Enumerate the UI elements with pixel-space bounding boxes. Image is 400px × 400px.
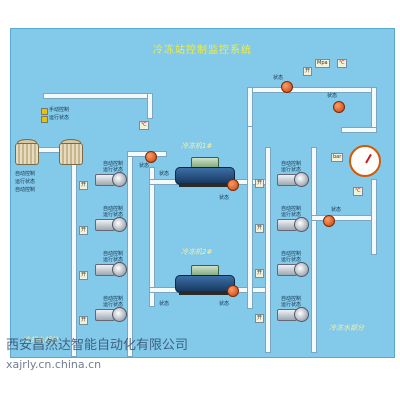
cooling-tower-2[interactable] xyxy=(59,139,83,165)
pump-label-auto: 自动控制 xyxy=(103,251,124,257)
pump-status-tag: 开 xyxy=(79,316,89,325)
pipe xyxy=(149,167,155,307)
pipe xyxy=(127,151,133,357)
tower-body xyxy=(15,143,39,165)
pump-status-tag: 开 xyxy=(255,224,265,233)
chilled-pump-2[interactable] xyxy=(277,217,309,232)
pump-label-running: 运行状态 xyxy=(103,167,124,173)
pump-status-tag: 开 xyxy=(79,181,89,190)
chilled-pump-4[interactable] xyxy=(277,307,309,322)
valve-label: 状态 xyxy=(331,207,342,213)
chiller-base xyxy=(179,291,229,295)
cooling-tower-1[interactable] xyxy=(15,139,39,165)
page-title: 冷冻站控制监控系统 xyxy=(153,45,252,56)
chiller-base xyxy=(179,183,229,187)
scada-panel: 冷冻站控制监控系统 手动控制 运行状态 自动控制 运行状态 自动控制 ℃ 状态 … xyxy=(10,28,395,358)
valve-label: 状态 xyxy=(327,93,338,99)
pipe xyxy=(371,179,377,255)
temperature-readout: ℃ xyxy=(139,121,149,130)
valve-label: 状态 xyxy=(273,75,284,81)
valve-icon[interactable] xyxy=(227,179,239,191)
chilled-pump-3[interactable] xyxy=(277,262,309,277)
bar-readout: bar xyxy=(331,153,344,162)
pump-label-running: 运行状态 xyxy=(281,257,302,263)
status-led xyxy=(41,108,48,115)
cooling-pump-4[interactable] xyxy=(95,307,127,322)
pump-icon xyxy=(294,262,309,277)
pump-icon xyxy=(294,172,309,187)
valve-icon[interactable] xyxy=(227,285,239,297)
watermark-company: 西安昌然达智能自动化有限公司 xyxy=(6,338,189,353)
pump-label-auto: 自动控制 xyxy=(281,296,302,302)
pump-icon xyxy=(112,262,127,277)
pipe xyxy=(71,147,77,357)
pump-label-auto: 自动控制 xyxy=(103,206,124,212)
valve-label: 状态 xyxy=(219,195,230,201)
pipe xyxy=(43,93,153,99)
valve-icon[interactable] xyxy=(281,81,293,93)
tower-label-manual: 手动控制 xyxy=(49,107,70,113)
chiller-1-title: 冷冻机1# xyxy=(181,142,213,150)
valve-label: 状态 xyxy=(159,301,170,307)
valve-icon[interactable] xyxy=(333,101,345,113)
pump-label-running: 运行状态 xyxy=(103,212,124,218)
cooling-pump-2[interactable] xyxy=(95,217,127,232)
temperature-readout: ℃ xyxy=(337,59,347,68)
cooling-pump-1[interactable] xyxy=(95,172,127,187)
tower-body xyxy=(59,143,83,165)
pump-icon xyxy=(112,307,127,322)
pump-label-auto: 自动控制 xyxy=(281,251,302,257)
pipe xyxy=(247,87,253,127)
gauge-needle xyxy=(365,153,372,164)
pump-label-running: 运行状态 xyxy=(281,167,302,173)
valve-icon[interactable] xyxy=(145,151,157,163)
pump-label-running: 运行状态 xyxy=(103,257,124,263)
pump-label-auto: 自动控制 xyxy=(103,161,124,167)
pipe xyxy=(311,147,317,353)
pump-status-tag: 开 xyxy=(255,314,265,323)
tower-label-auto: 自动控制 xyxy=(15,187,36,193)
pump-label-running: 运行状态 xyxy=(281,302,302,308)
pump-status-tag: 开 xyxy=(255,269,265,278)
pump-icon xyxy=(294,307,309,322)
chiller-1[interactable] xyxy=(175,157,235,187)
cooling-pump-3[interactable] xyxy=(95,262,127,277)
pump-label-auto: 自动控制 xyxy=(281,206,302,212)
pipe xyxy=(247,87,377,93)
pipe xyxy=(265,147,271,353)
status-tag: 开 xyxy=(303,67,313,76)
chiller-2[interactable] xyxy=(175,265,235,295)
pump-icon xyxy=(112,172,127,187)
valve-label: 状态 xyxy=(139,163,150,169)
pump-label-auto: 自动控制 xyxy=(103,296,124,302)
pump-icon xyxy=(112,217,127,232)
pipe xyxy=(311,215,377,221)
status-led xyxy=(41,116,48,123)
valve-label: 状态 xyxy=(159,171,170,177)
valve-icon[interactable] xyxy=(323,215,335,227)
pressure-readout: Mpa xyxy=(315,59,330,68)
temperature-readout: ℃ xyxy=(353,187,363,196)
pressure-gauge-icon xyxy=(349,145,381,177)
pump-status-tag: 开 xyxy=(79,226,89,235)
pump-label-auto: 自动控制 xyxy=(281,161,302,167)
section-title-chilled: 冷冻水部分 xyxy=(329,324,364,332)
pump-label-running: 运行状态 xyxy=(103,302,124,308)
tower-label-running: 运行状态 xyxy=(15,179,36,185)
pipe xyxy=(247,119,253,309)
pipe xyxy=(341,127,377,133)
chilled-pump-1[interactable] xyxy=(277,172,309,187)
chiller-2-title: 冷冻机2# xyxy=(181,248,213,256)
section-title-cooling: 冷却水部分 xyxy=(23,336,58,344)
pipe xyxy=(147,93,153,119)
tower-label-auto: 自动控制 xyxy=(15,171,36,177)
pump-status-tag: 开 xyxy=(79,271,89,280)
watermark-url: xajrly.cn.china.cn xyxy=(6,358,102,371)
pump-label-running: 运行状态 xyxy=(281,212,302,218)
pump-icon xyxy=(294,217,309,232)
pump-status-tag: 开 xyxy=(255,179,265,188)
tower-label-running: 运行状态 xyxy=(49,115,70,121)
valve-label: 状态 xyxy=(219,301,230,307)
